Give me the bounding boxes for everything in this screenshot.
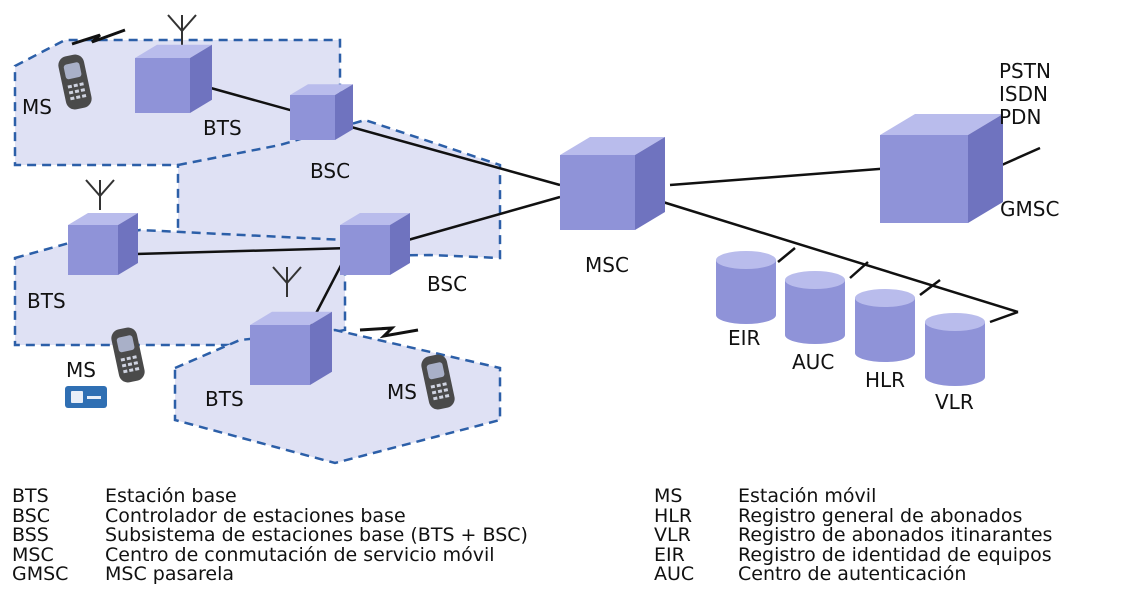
link-line <box>777 247 796 263</box>
hlr-label: HLR <box>865 368 906 392</box>
legend-abbr: AUC <box>654 563 695 585</box>
phone-icon <box>58 54 92 110</box>
vlr-label: VLR <box>935 390 974 414</box>
legend-desc: Estación base <box>105 485 237 507</box>
msc-label: MSC <box>585 253 629 277</box>
bts-label-top: BTS <box>203 116 242 140</box>
databases <box>716 251 985 386</box>
network-nodes <box>68 44 1003 385</box>
link-line <box>849 261 869 279</box>
ms-label-bottom: MS <box>387 380 417 404</box>
legend-row: BSC Controlador de estaciones base <box>12 504 528 527</box>
database-cylinder-icon <box>855 289 915 362</box>
gmsc-node <box>880 114 1003 223</box>
legend-row: BSS Subsistema de estaciones base (BTS + … <box>12 524 528 546</box>
bsc-node <box>340 213 410 275</box>
legend-abbr: VLR <box>654 524 691 546</box>
legend-desc: Estación móvil <box>738 485 877 507</box>
database-cylinder-icon <box>716 251 776 324</box>
link-line <box>649 196 1019 314</box>
bsc-node <box>290 84 353 140</box>
antenna-icon <box>85 179 115 210</box>
legend-row: AUC Centro de autenticación <box>654 563 1052 585</box>
database-cylinder-icon <box>925 313 985 386</box>
legend-row: MS Estación móvil <box>654 485 1052 507</box>
auc-label: AUC <box>792 350 835 374</box>
legend-row: MSC Centro de conmutación de servicio móv… <box>12 543 528 566</box>
bts-node <box>250 311 332 385</box>
legend-left: BTS Estación base BSC Controlador de estac… <box>12 485 528 585</box>
legend-abbr: GMSC <box>12 563 69 585</box>
legend-abbr: MS <box>654 485 683 507</box>
legend-abbr: MSC <box>12 543 54 566</box>
legend-right: MS Estación móvil HLR Registro general de … <box>654 485 1053 585</box>
bsc-label-top: BSC <box>310 159 351 183</box>
bts-label-mid: BTS <box>27 289 66 313</box>
lightning-signal-icon <box>71 28 126 46</box>
external-networks: PSTN ISDN PDN <box>999 60 1051 129</box>
link-line <box>669 165 906 187</box>
isdn-label: ISDN <box>999 82 1048 106</box>
link-line <box>919 279 941 296</box>
legend-row: EIR Registro de identidad de equipos <box>654 543 1052 566</box>
legend-abbr: BTS <box>12 485 49 507</box>
radio-signals <box>71 28 419 339</box>
legend-abbr: BSS <box>12 524 49 546</box>
phone-icon <box>111 327 145 383</box>
legend-desc: Registro general de abonados <box>738 504 1023 527</box>
link-line <box>199 83 561 187</box>
legend-abbr: BSC <box>12 504 51 527</box>
legend-desc: Subsistema de estaciones base (BTS + BSC… <box>105 524 528 546</box>
legend-desc: Centro de autenticación <box>738 563 967 585</box>
bts-node <box>68 213 138 275</box>
legend-desc: Centro de conmutación de servicio móvil <box>105 543 495 566</box>
gmsc-label: GMSC <box>1000 197 1060 221</box>
antenna-icon <box>167 14 197 45</box>
bts-node <box>135 44 212 113</box>
bts-label-bottom: BTS <box>205 387 244 411</box>
mobile-stations <box>58 54 455 410</box>
bsc-label-mid: BSC <box>427 272 468 296</box>
legend-row: HLR Registro general de abonados <box>654 504 1052 527</box>
legend-desc: Registro de abonados itinarantes <box>738 524 1053 546</box>
gsm-network-diagram <box>13 14 1041 465</box>
pdn-label: PDN <box>999 105 1042 129</box>
msc-node <box>560 137 665 230</box>
antenna-icon <box>272 266 302 297</box>
legend-desc: MSC pasarela <box>105 563 235 585</box>
pstn-label: PSTN <box>999 59 1051 83</box>
sim-card-icon <box>65 386 107 408</box>
eir-label: EIR <box>728 326 761 350</box>
link-line <box>99 246 351 257</box>
lightning-signal-icon <box>359 326 419 339</box>
legend-desc: Controlador de estaciones base <box>105 504 406 527</box>
legend-abbr: HLR <box>654 504 693 527</box>
link-line <box>407 195 561 242</box>
legend-row: VLR Registro de abonados itinarantes <box>654 524 1053 546</box>
ms-label-top: MS <box>22 95 52 119</box>
phone-icon <box>421 354 455 410</box>
legend-row: GMSC MSC pasarela <box>12 563 528 585</box>
legend-desc: Registro de identidad de equipos <box>738 543 1052 566</box>
antennas <box>85 14 302 297</box>
ms-label-low: MS <box>66 358 96 382</box>
database-cylinder-icon <box>785 271 845 344</box>
legend-abbr: EIR <box>654 543 685 566</box>
legend-row: BTS Estación base <box>12 485 528 507</box>
link-line <box>989 310 1019 324</box>
